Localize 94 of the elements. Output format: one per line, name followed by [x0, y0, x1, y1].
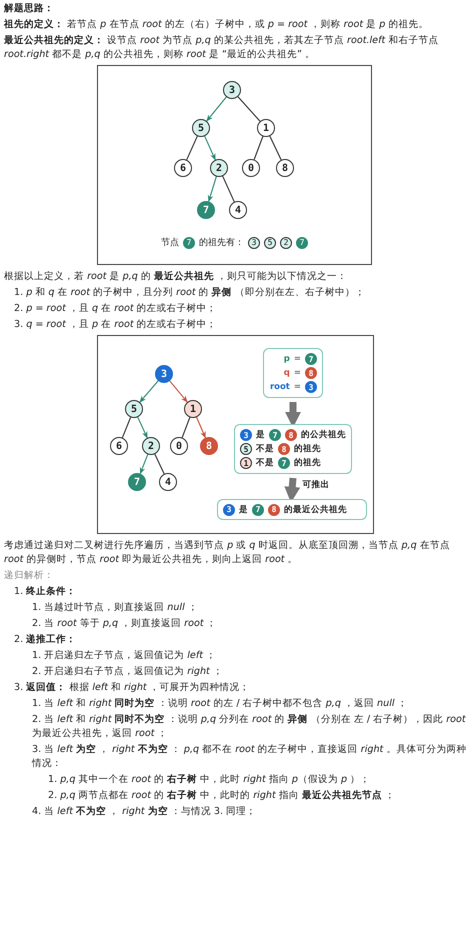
node-text: = — [294, 354, 301, 364]
circled-number: 5 — [264, 236, 276, 248]
arrow — [140, 454, 148, 474]
circled-number: 5 — [240, 443, 252, 455]
figure-frame — [97, 335, 374, 534]
tree-node: 3 — [223, 81, 241, 99]
node-text: 不是 — [256, 443, 274, 455]
circled-number: 7 — [305, 353, 317, 365]
list-item: 1. 当 left 和 right 同时为空 ：说明 root 的左 / 右子树中都不包含 p,q ，返回 null ； — [31, 697, 409, 711]
node-text: 的祖先 — [294, 443, 321, 455]
node-text: 的公共祖先 — [301, 429, 346, 441]
arrow — [204, 136, 216, 160]
circled-number: 7 — [269, 429, 281, 441]
tree-line — [222, 176, 235, 202]
circled-number: 7 — [183, 236, 195, 248]
info-box — [234, 424, 352, 474]
tree-node: 4 — [229, 201, 247, 219]
list-item: 2. p,q 两节点都在 root 的 右子树 中，此时的 right 指向 最近公共祖先节点 ； — [47, 789, 396, 803]
node-text: 是 — [256, 429, 265, 441]
tree-node: 0 — [242, 159, 260, 177]
section-label: 递归解析： — [4, 569, 55, 583]
caption-text: 的祖先有： — [199, 236, 244, 249]
tree-node: 7 — [128, 473, 146, 491]
arrow — [137, 416, 148, 438]
arrow — [169, 380, 188, 403]
node-text: = — [294, 382, 301, 392]
arrow — [206, 96, 227, 122]
tree-line — [122, 417, 132, 438]
tree-node: 1 — [257, 119, 275, 137]
tree-line — [269, 136, 282, 160]
circled-number: 8 — [285, 429, 297, 441]
list-item: 1. 当越过叶节点，则直接返回 null ； — [31, 601, 199, 615]
node-text: q — [284, 368, 290, 378]
tree-line — [254, 136, 264, 160]
circled-number: 3 — [305, 381, 317, 393]
arrow — [196, 417, 206, 438]
tree-node: 8 — [200, 437, 218, 455]
circled-number: 3 — [248, 236, 260, 248]
arrow — [139, 380, 159, 403]
edge-label: 可推出 — [302, 479, 330, 491]
circled-number: 8 — [268, 504, 280, 516]
tree-node: 0 — [170, 437, 188, 455]
circled-number: 8 — [305, 367, 317, 379]
node-text: root — [270, 382, 290, 392]
node-text: p — [284, 354, 290, 364]
circled-number: 7 — [252, 504, 264, 516]
list-item: 4. 当 left 不为空 ， right 为空 ：与情况 3. 同理； — [31, 805, 258, 819]
tree-line — [238, 96, 260, 122]
node-text: 是 — [239, 504, 248, 516]
arrow — [208, 176, 217, 202]
paragraph: 根据以上定义，若 root 是 p,q 的 最近公共祖先 ，则只可能为以下情况之一： — [4, 270, 348, 284]
circled-number: 7 — [296, 236, 308, 248]
list-item: 2. 递推工作： — [13, 633, 78, 647]
circled-number: 8 — [278, 443, 290, 455]
circled-number: 7 — [278, 457, 290, 469]
node-text: 的祖先 — [294, 457, 321, 469]
heading: 解题思路： — [4, 2, 55, 16]
list-item: 1. p,q 其中一个在 root 的 右子树 中，此时 right 指向 p（假设为 p ）； — [47, 773, 372, 787]
tree-node: 2 — [142, 437, 160, 455]
tree-node: 5 — [125, 400, 143, 418]
node-text: 的最近公共祖先 — [284, 504, 347, 516]
list-item: 3. q = root ，且 p 在 root 的左或右子树中； — [13, 318, 218, 332]
paragraph: 祖先的定义： 若节点 p 在节点 root 的左（右）子树中，或 p = root ，则称 root 是 p 的祖先。 — [4, 18, 430, 32]
tree-line — [154, 454, 165, 474]
tree-node: 5 — [192, 119, 210, 137]
circled-number: 3 — [223, 504, 235, 516]
tree-node: 6 — [110, 437, 128, 455]
tree-node: 1 — [184, 400, 202, 418]
tree-node: 4 — [159, 473, 177, 491]
paragraph: 考虑通过递归对二叉树进行先序遍历，当遇到节点 p 或 q 时返回。从底至顶回溯，当节点 p,q 在节点 root 的异侧时，节点 root 即为最近公共祖先，则向上返回 root 。 — [4, 539, 451, 567]
tree-node: 3 — [155, 365, 173, 383]
list-item: 3. 返回值： 根据 left 和 right ，可展开为四种情况； — [13, 681, 251, 695]
paragraph: 最近公共祖先的定义： 设节点 root 为节点 p,q 的某公共祖先，若其左子节点 root.left 和右子节点 root.right 都不是 p,q 的公共祖先，则称 root 是 “最近的公共祖先” 。 — [4, 34, 440, 62]
list-item: 2. 开启递归右子节点，返回值记为 right ； — [31, 665, 224, 679]
tree-line — [186, 136, 198, 160]
circled-number: 3 — [240, 429, 252, 441]
list-item: 1. p 和 q 在 root 的子树中，且分列 root 的 异侧 （即分别在左、右子树中）； — [13, 286, 366, 300]
list-item: 1. 终止条件： — [13, 585, 78, 599]
tree-line — [182, 417, 190, 438]
caption-text: 节点 — [161, 236, 179, 249]
info-box — [217, 499, 367, 520]
node-text: = — [294, 368, 301, 378]
info-box — [263, 348, 323, 398]
list-item: 2. 当 root 等于 p,q ，则直接返回 root ； — [31, 617, 218, 631]
circled-number: 2 — [280, 236, 292, 248]
circled-number: 1 — [240, 457, 252, 469]
tree-node: 7 — [197, 201, 215, 219]
list-item: 1. 开启递归左子节点，返回值记为 left ； — [31, 649, 218, 663]
node-text: 不是 — [256, 457, 274, 469]
tree-node: 6 — [174, 159, 192, 177]
tree-node: 8 — [276, 159, 294, 177]
figure-frame — [97, 65, 372, 265]
list-item: 2. p = root ，且 q 在 root 的左或右子树中； — [13, 302, 218, 316]
tree-node: 2 — [210, 159, 228, 177]
